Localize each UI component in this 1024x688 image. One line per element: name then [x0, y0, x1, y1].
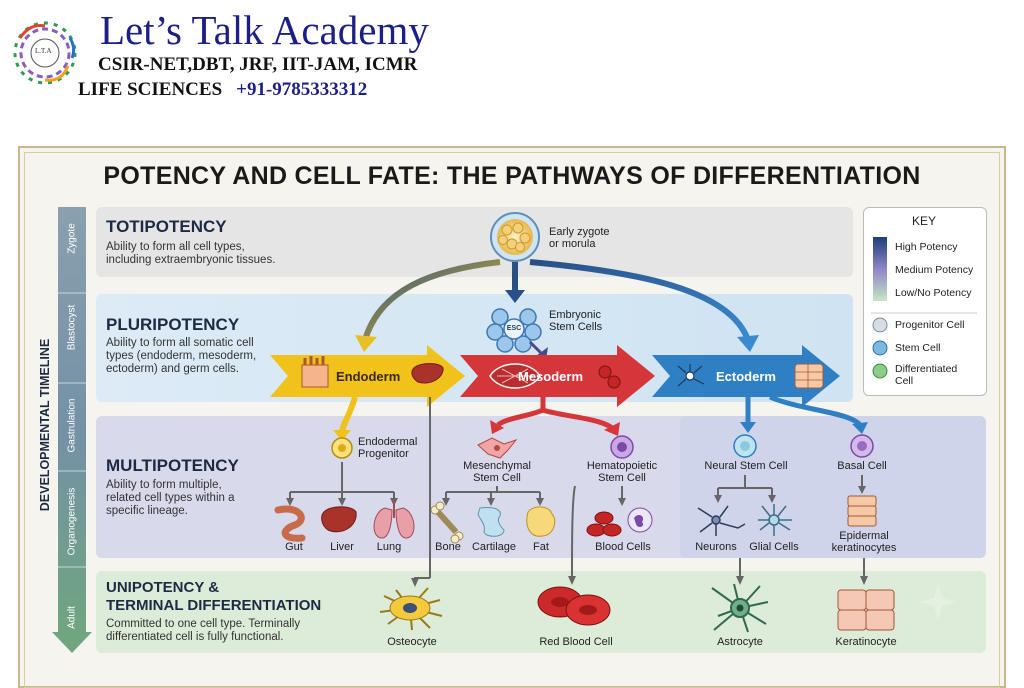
glial-cells-label: Glial Cells [749, 541, 799, 553]
subject-text: LIFE SCIENCES [78, 79, 223, 100]
pluripotency-desc-2: types (endoderm, mesoderm, [106, 350, 257, 362]
astrocyte-label: Astrocyte [717, 636, 763, 648]
astrocyte-drawing [711, 583, 769, 633]
totipotency-desc-1: Ability to form all cell types, [106, 241, 245, 253]
hsc-label-2: Stem Cell [598, 472, 646, 484]
rbc-label: Red Blood Cell [539, 636, 613, 648]
liver-label: Liver [330, 541, 354, 553]
exam-list: CSIR-NET,DBT, JRF, IIT-JAM, ICMR [98, 54, 418, 75]
osteocyte-drawing [379, 587, 443, 631]
timeline-arrow [52, 207, 92, 655]
unipotency-title-1: UNIPOTENCY & [106, 579, 220, 596]
multipotency-title: MULTIPOTENCY [106, 456, 239, 475]
neurons-label: Neurons [695, 541, 737, 553]
totipotency-title: TOTIPOTENCY [106, 217, 227, 236]
subject-line: LIFE SCIENCES +91-9785333312 [78, 79, 367, 101]
legend-progenitor-cell: Progenitor Cell [895, 319, 965, 331]
zygote-label-1: Early zygote [549, 226, 610, 238]
phone-number: +91-9785333312 [236, 79, 368, 100]
multipotency-desc-2: related cell types within a [106, 492, 235, 504]
legend-graphics [871, 237, 977, 379]
esc-label-1: Embryonic [549, 309, 601, 321]
legend-differentiated-1: Differentiated [895, 363, 958, 375]
esc-label-2: Stem Cells [549, 321, 603, 333]
cartilage-label: Cartilage [471, 541, 517, 553]
pluripotency-title: PLURIPOTENCY [106, 315, 240, 334]
unipotency-desc-2: differentiated cell is fully functional. [106, 631, 284, 643]
ectoderm-label: Ectoderm [716, 369, 776, 384]
academy-title: Let’s Talk Academy [100, 7, 429, 53]
bone-label: Bone [435, 541, 461, 553]
msc-label-1: Mesenchymal [463, 460, 531, 472]
legend-differentiated-2: Cell [895, 375, 914, 387]
zygote-label-2: or morula [549, 238, 596, 250]
unipotency-title-2: TERMINAL DIFFERENTIATION [106, 597, 322, 614]
keratinocyte-label: Keratinocyte [835, 636, 897, 648]
lung-label: Lung [376, 541, 402, 553]
zygote-icon [490, 212, 540, 262]
pluripotency-desc-3: ectoderm) and germ cells. [106, 363, 239, 375]
nsc-label: Neural Stem Cell [704, 460, 788, 472]
endo-progenitor-label-1: Endodermal [358, 436, 418, 448]
legend-title: KEY [911, 214, 936, 228]
legend-high-potency: High Potency [895, 241, 958, 253]
basal-cell-label: Basal Cell [837, 460, 887, 472]
epidermal-label-1: Epidermal [839, 530, 889, 542]
pluripotency-desc-1: Ability to form all somatic cell [106, 337, 254, 349]
rbc-drawing [537, 586, 611, 626]
legend-low-potency: Low/No Potency [895, 287, 972, 299]
keratinocyte-drawing [837, 589, 895, 631]
epidermal-label-2: keratinocytes [831, 542, 897, 554]
logo-text: L.T.A [35, 47, 52, 55]
multipotency-desc-1: Ability to form multiple, [106, 479, 222, 491]
hsc-label-1: Hematopoietic [586, 460, 658, 472]
unipotency-desc-1: Committed to one cell type. Terminally [106, 618, 301, 630]
blood-cells-label: Blood Cells [595, 541, 651, 553]
esc-badge: ESC [506, 325, 522, 332]
osteocyte-label: Osteocyte [387, 636, 437, 648]
multipotency-desc-3: specific lineage. [106, 505, 188, 517]
msc-label-2: Stem Cell [473, 472, 521, 484]
esc-icon [486, 308, 542, 353]
mesoderm-label: Mesoderm [518, 369, 584, 384]
legend-stem-cell: Stem Cell [895, 342, 941, 354]
logo: L.T.A [10, 18, 80, 88]
endo-progenitor-label-2: Progenitor [358, 448, 409, 460]
legend-medium-potency: Medium Potency [895, 264, 974, 276]
endoderm-label: Endoderm [336, 369, 401, 384]
fat-label: Fat [533, 541, 549, 553]
villi-icon [301, 356, 329, 388]
totipotency-desc-2: including extraembryonic tissues. [106, 254, 276, 266]
gut-label: Gut [285, 541, 303, 553]
diagram-title: POTENCY AND CELL FATE: THE PATHWAYS OF D… [103, 162, 921, 190]
